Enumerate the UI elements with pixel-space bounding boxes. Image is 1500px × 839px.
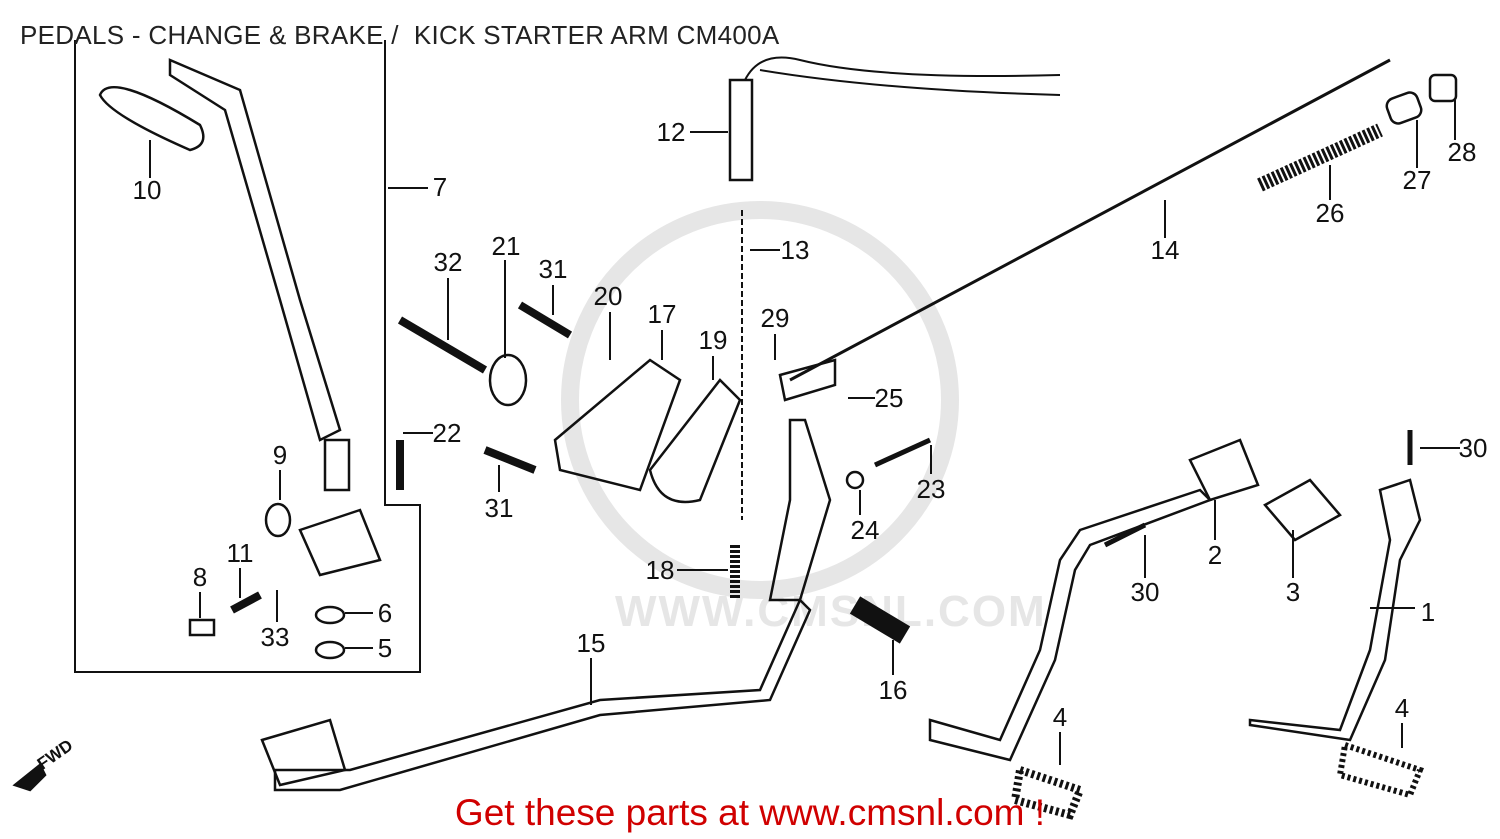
- bolt-31b: [483, 446, 537, 474]
- part-label-15[interactable]: 15: [576, 628, 606, 658]
- part-label-31[interactable]: 31: [484, 493, 514, 523]
- part-label-7[interactable]: 7: [432, 172, 448, 202]
- spring-26: [1257, 123, 1383, 192]
- washer-6: [314, 605, 346, 625]
- bolt-32: [397, 316, 488, 374]
- part-label-5[interactable]: 5: [377, 633, 393, 663]
- watermark-logo: [561, 201, 959, 599]
- part-label-33[interactable]: 33: [260, 622, 290, 652]
- bolt-23: [873, 437, 932, 468]
- bolt-31: [517, 301, 573, 339]
- part-label-21[interactable]: 21: [491, 231, 521, 261]
- footer-link[interactable]: Get these parts at www.cmsnl.com !: [454, 792, 1046, 833]
- pin-8: [188, 618, 216, 637]
- part-label-1[interactable]: 1: [1420, 597, 1436, 627]
- brake-pedal: [273, 597, 812, 792]
- part-label-26[interactable]: 26: [1315, 198, 1345, 228]
- kick-shaft: [323, 438, 351, 492]
- diagram-title: PEDALS - CHANGE & BRAKE / KICK STARTER A…: [20, 20, 780, 50]
- arm-19: [648, 378, 742, 504]
- washer-5: [314, 640, 346, 660]
- pad-3: [1263, 478, 1342, 542]
- part-label-29[interactable]: 29: [760, 303, 790, 333]
- change-pedal-2: [928, 488, 1213, 762]
- group-box: [74, 40, 421, 673]
- kick-boss: [298, 508, 382, 577]
- part-label-9[interactable]: 9: [272, 440, 288, 470]
- part-label-17[interactable]: 17: [647, 299, 677, 329]
- pedal-pad-2: [1188, 438, 1260, 502]
- part-label-32[interactable]: 32: [433, 247, 463, 277]
- brake-pedal-pad: [260, 718, 347, 787]
- part-label-14[interactable]: 14: [1150, 235, 1180, 265]
- collar-16: [849, 596, 911, 644]
- part-label-16[interactable]: 16: [878, 675, 908, 705]
- spark-plug: [728, 78, 754, 182]
- part-label-4[interactable]: 4: [1052, 702, 1068, 732]
- part-label-8[interactable]: 8: [192, 562, 208, 592]
- part-label-18[interactable]: 18: [645, 555, 675, 585]
- joint-27: [1385, 91, 1423, 125]
- part-label-30[interactable]: 30: [1458, 433, 1488, 463]
- bolt-30b: [1103, 522, 1147, 548]
- part-label-27[interactable]: 27: [1402, 165, 1432, 195]
- collar-21: [488, 353, 528, 407]
- part-label-22[interactable]: 22: [432, 418, 462, 448]
- part-label-3[interactable]: 3: [1285, 577, 1301, 607]
- kick-starter-arm: [168, 58, 342, 442]
- leader-lines: [149, 100, 1460, 765]
- part-label-11[interactable]: 11: [226, 538, 254, 568]
- rubber-4b: [1336, 741, 1424, 799]
- part-label-2[interactable]: 2: [1207, 540, 1223, 570]
- nut-24: [845, 470, 865, 490]
- part-label-10[interactable]: 10: [132, 175, 162, 205]
- change-pedal-1: [1248, 478, 1422, 742]
- part-label-23[interactable]: 23: [916, 474, 946, 504]
- watermark: WWW.CMSNL.COM: [615, 587, 1047, 636]
- wire: [744, 56, 1061, 96]
- rod-end: [778, 358, 837, 402]
- part-label-13[interactable]: 13: [780, 235, 810, 265]
- part-label-31[interactable]: 31: [538, 254, 568, 284]
- part-label-25[interactable]: 25: [874, 383, 904, 413]
- fwd-arrow-icon: [12, 763, 47, 792]
- part-label-24[interactable]: 24: [850, 515, 880, 545]
- brake-rod: [789, 58, 1391, 382]
- part-label-28[interactable]: 28: [1447, 137, 1477, 167]
- part-label-6[interactable]: 6: [377, 598, 393, 628]
- bracket-17: [553, 358, 682, 492]
- rubber-4a: [1010, 764, 1086, 820]
- nut-28: [1428, 73, 1458, 103]
- part-label-12[interactable]: 12: [656, 117, 686, 147]
- part-label-20[interactable]: 20: [593, 281, 623, 311]
- spring-11: [230, 591, 262, 614]
- part-9: [264, 502, 292, 538]
- part-label-19[interactable]: 19: [698, 325, 728, 355]
- part-label-4[interactable]: 4: [1394, 693, 1410, 723]
- part-label-30[interactable]: 30: [1130, 577, 1160, 607]
- kick-rubber: [98, 85, 205, 152]
